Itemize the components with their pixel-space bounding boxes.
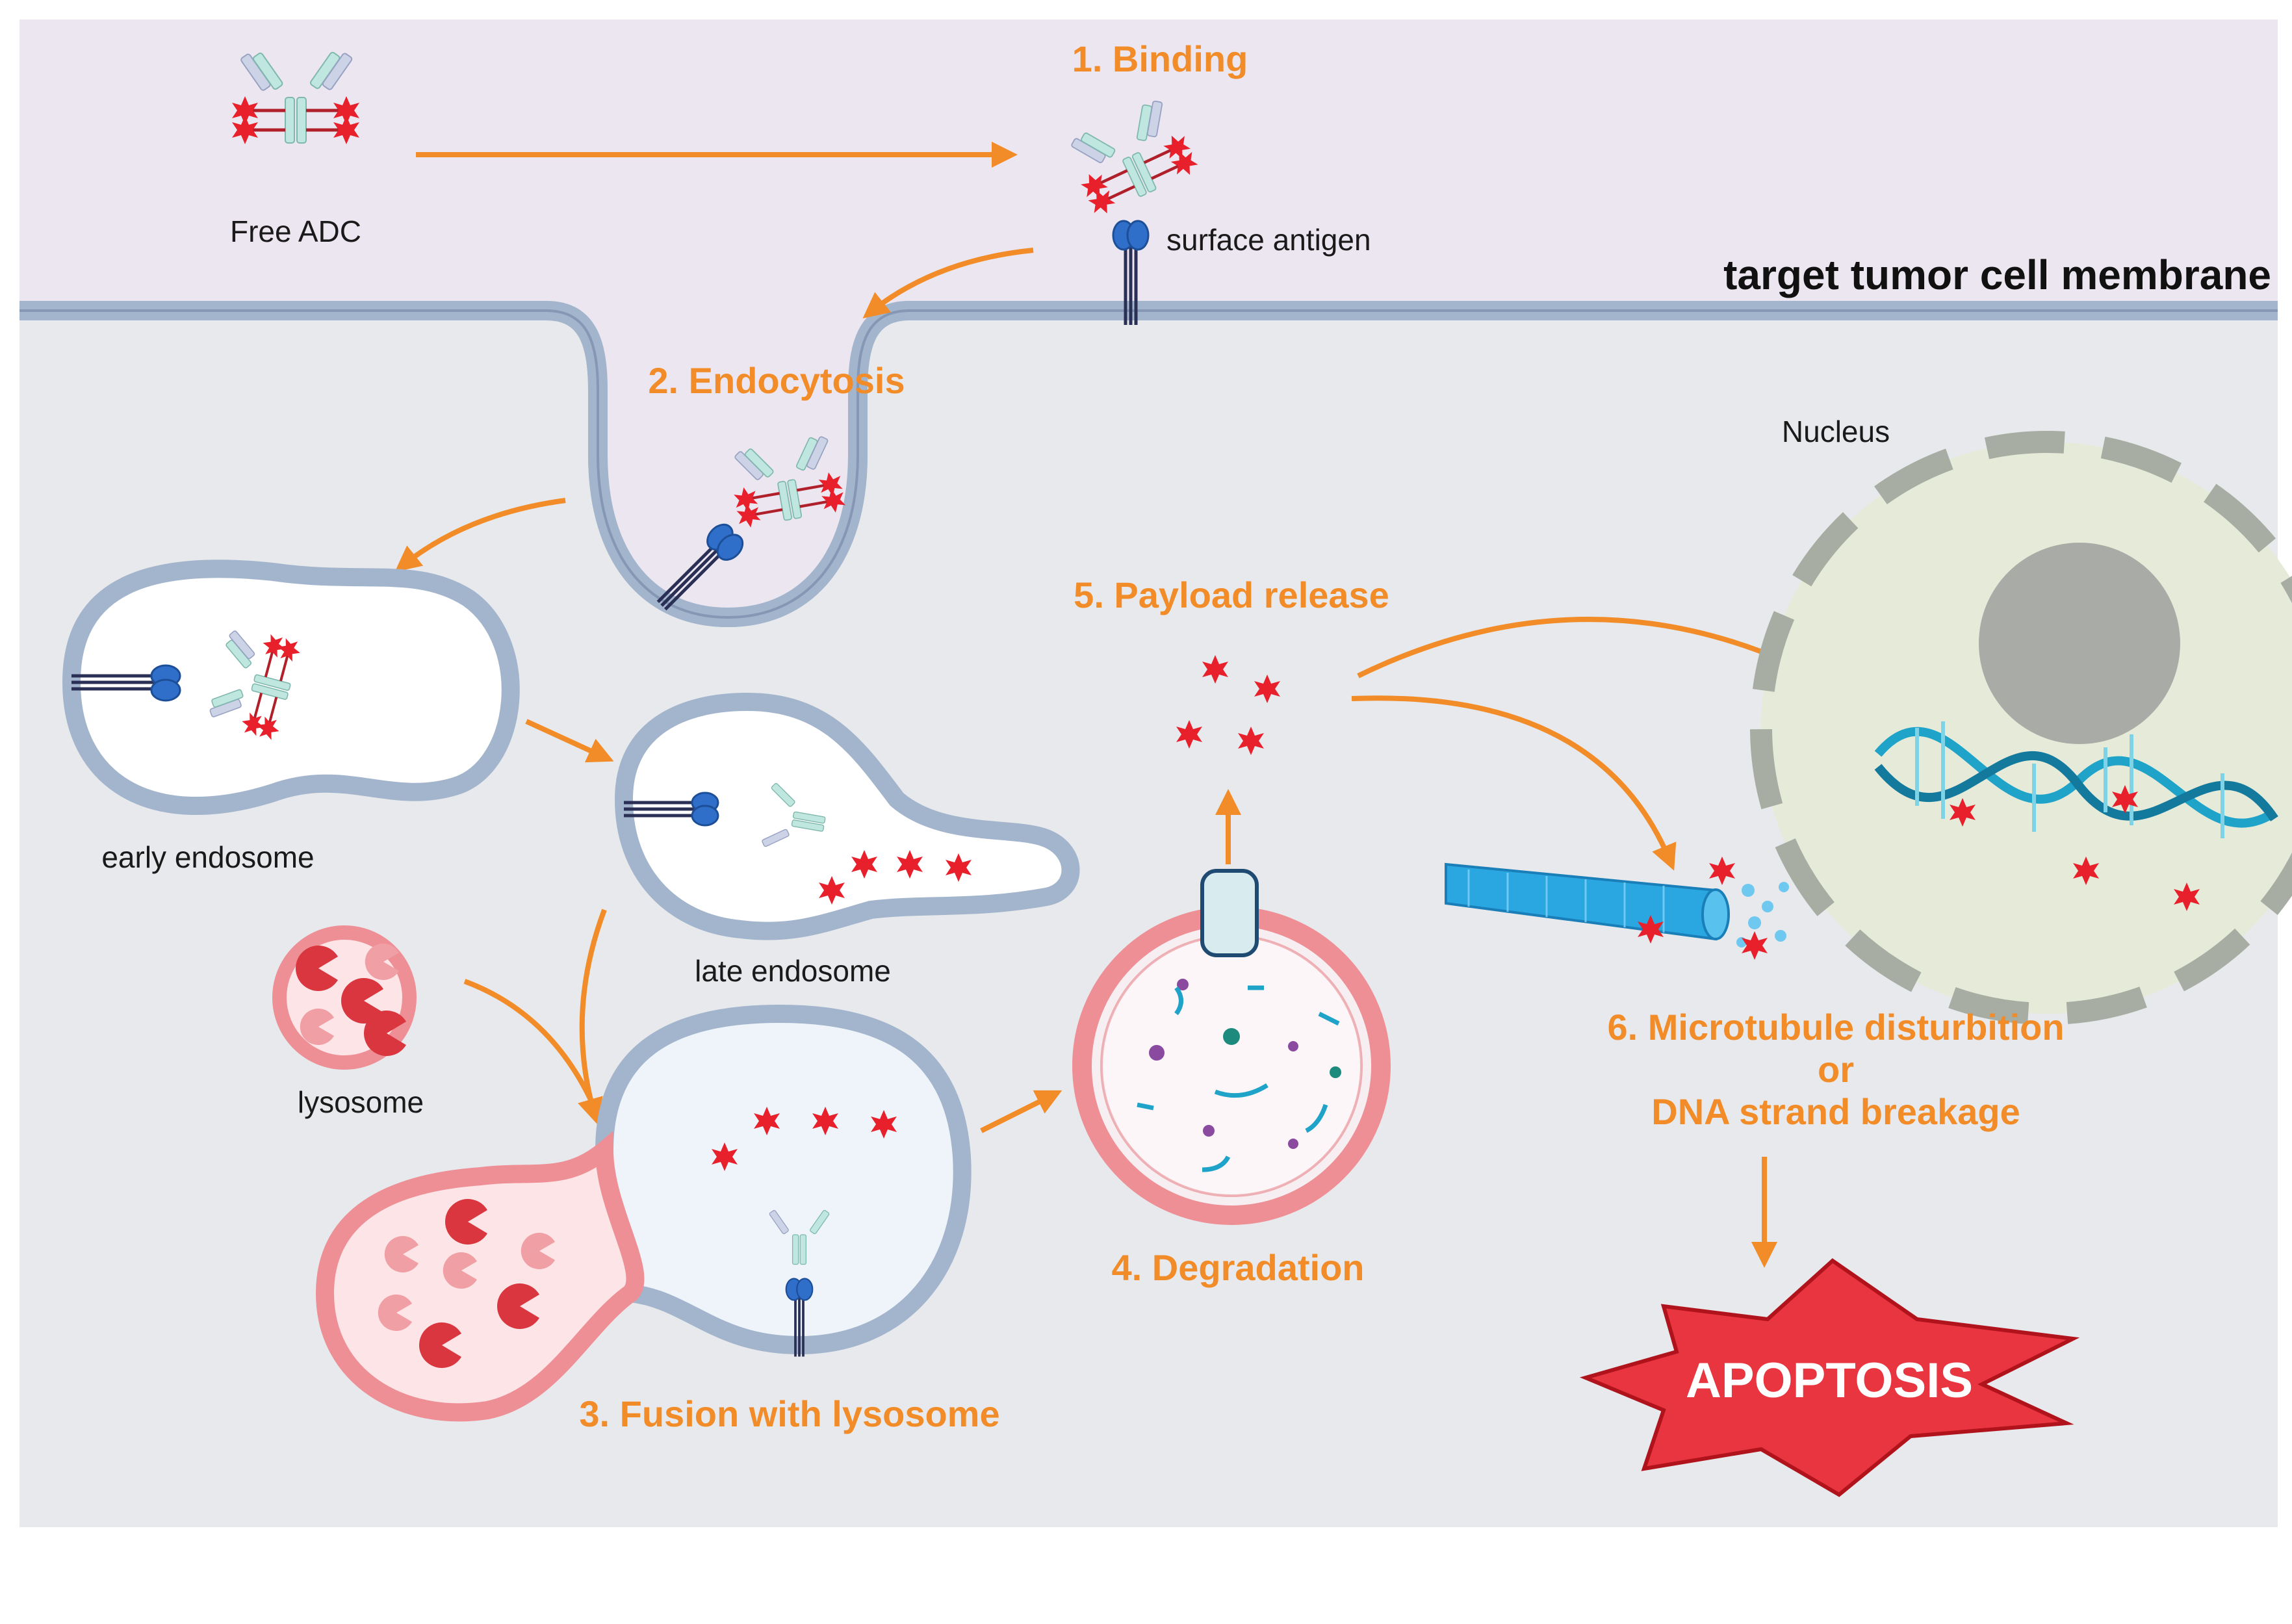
nucleus [1750, 431, 2292, 1025]
step-or: or [1818, 1049, 1854, 1090]
lysosome-label: lysosome [298, 1085, 424, 1119]
apoptosis-burst [1579, 1258, 2080, 1497]
endocytic-pit [546, 311, 910, 617]
step-payload-release: 5. Payload release [1074, 574, 1389, 615]
microtubule [1445, 862, 1789, 947]
dna-helix [1874, 721, 2278, 838]
step-dna-strand-breakage: DNA strand breakage [1651, 1091, 2020, 1132]
step-microtubule-disturbition: 6. Microtubule disturbition [1607, 1007, 2064, 1048]
extracellular-region [19, 19, 2278, 311]
late-endosome-label: late endosome [695, 954, 891, 988]
membrane-label: target tumor cell membrane [1723, 251, 2271, 298]
arrow-to-early-endosome [394, 498, 566, 572]
step-binding: 1. Binding [1072, 38, 1248, 79]
arrow-to-microtubule [1351, 695, 1677, 871]
late-endosome-antibody-icon [762, 782, 826, 847]
step-degradation: 4. Degradation [1112, 1247, 1365, 1288]
arrow-to-late-endosome [525, 719, 614, 763]
early-endosome-label: early endosome [101, 840, 314, 874]
fusion-antibody-icon [769, 1209, 830, 1265]
arrow-late-to-fusion [578, 909, 607, 1125]
arrow-to-endocytosis [862, 248, 1034, 318]
surface-antigen-label: surface antigen [1166, 223, 1371, 257]
free-adc-label: Free ADC [230, 214, 361, 248]
early-endosome-antigen-icon [71, 664, 181, 702]
step-endocytosis: 2. Endocytosis [648, 360, 905, 401]
late-endosome-antigen-icon [624, 792, 719, 827]
fusion-vesicle [315, 1004, 972, 1422]
arrow-to-degradation [980, 1090, 1062, 1133]
arrow-lysosome-to-fusion [463, 979, 597, 1109]
step-fusion: 3. Fusion with lysosome [579, 1393, 999, 1434]
nucleus-label: Nucleus [1782, 415, 1890, 448]
early-endosome [62, 560, 520, 815]
apoptosis-label: APOPTOSIS [1686, 1353, 1973, 1408]
degradation-lysosome [1072, 869, 1391, 1225]
lysosome [272, 925, 417, 1070]
